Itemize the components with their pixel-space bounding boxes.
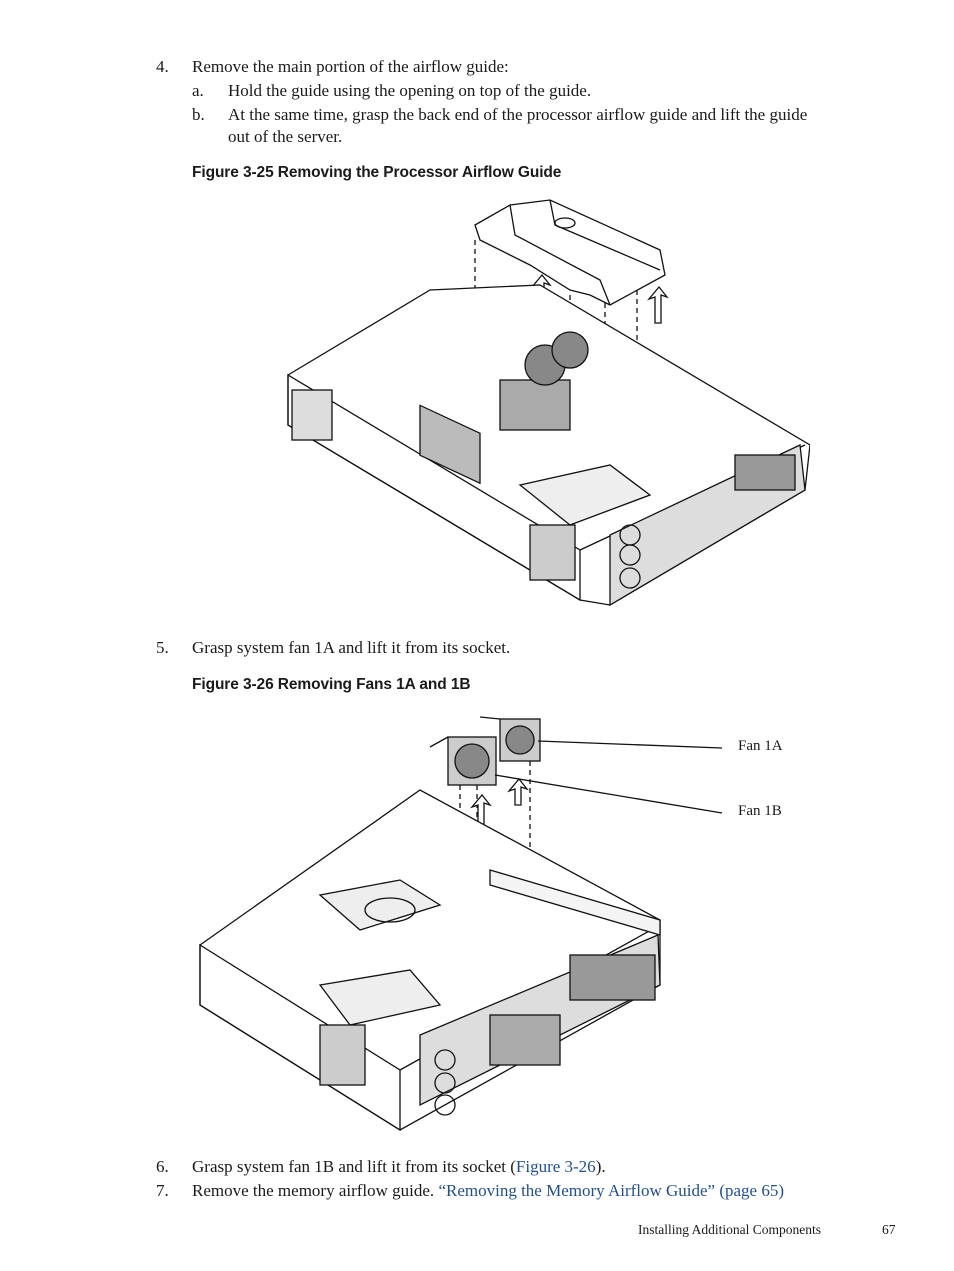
step-4-text: Remove the main portion of the airflow g… — [192, 57, 509, 76]
processor-airflow-guide-illustration — [287, 199, 810, 607]
step-6-text: Grasp system fan 1B and lift it from its… — [192, 1156, 606, 1178]
step-4b-text-line2: out of the server. — [228, 127, 343, 146]
step-6-text-after: ). — [595, 1157, 606, 1176]
fan-1b-callout: Fan 1B — [738, 803, 782, 819]
figure-3-26-caption: Figure 3-26 Removing Fans 1A and 1B — [192, 676, 471, 693]
step-4a-text: Hold the guide using the opening on top … — [228, 81, 592, 100]
step-5-text: Grasp system fan 1A and lift it from its… — [192, 638, 511, 657]
step-7-text-main: Remove the memory airflow guide. — [192, 1181, 435, 1200]
step-4-number: 4. — [156, 57, 169, 76]
figure-3-25-caption: Figure 3-25 Removing the Processor Airfl… — [192, 164, 562, 181]
step-6-number: 6. — [156, 1157, 169, 1176]
step-6-text-before: Grasp system fan 1B and lift it from its… — [192, 1157, 516, 1176]
step-4b-label: b. — [192, 105, 205, 124]
step-5-number: 5. — [156, 638, 169, 657]
figure-3-26-link[interactable]: Figure 3-26 — [515, 1157, 596, 1176]
memory-airflow-guide-link[interactable]: “Removing the Memory Airflow Guide” (pag… — [438, 1181, 785, 1200]
step-4b-text-line1: At the same time, grasp the back end of … — [228, 105, 808, 124]
fans-removal-illustration — [199, 716, 723, 1132]
step-7-number: 7. — [156, 1181, 169, 1200]
step-4a-label: a. — [192, 81, 204, 100]
footer-section-title: Installing Additional Components — [638, 1222, 821, 1237]
footer-page-number: 67 — [882, 1222, 896, 1237]
step-7-text: Remove the memory airflow guide. “Removi… — [192, 1180, 784, 1202]
fan-1a-callout: Fan 1A — [738, 738, 783, 754]
